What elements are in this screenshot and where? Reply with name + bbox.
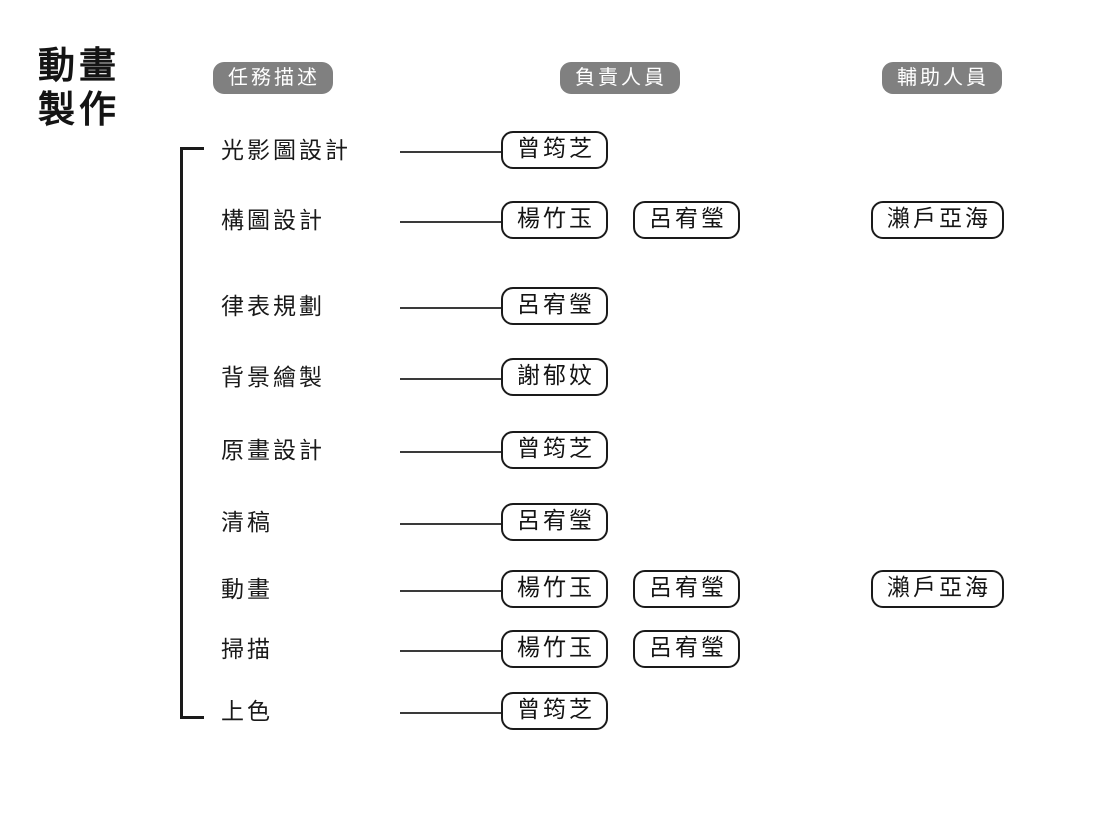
- task-row: 清稿 呂宥瑩: [0, 503, 1108, 543]
- owner-name-box[interactable]: 楊竹玉: [501, 630, 608, 668]
- task-label: 背景繪製: [221, 365, 325, 391]
- connector-line: [400, 650, 501, 652]
- connector-line: [400, 378, 501, 380]
- column-header-assistant: 輔助人員: [882, 62, 1002, 94]
- task-label: 上色: [221, 699, 273, 725]
- column-header-owner: 負責人員: [560, 62, 680, 94]
- page-title-line-1: 動畫: [38, 44, 120, 87]
- task-row: 原畫設計 曾筠芝: [0, 431, 1108, 471]
- task-row: 動畫 楊竹玉呂宥瑩 瀨戶亞海: [0, 570, 1108, 610]
- owner-name-box[interactable]: 楊竹玉: [501, 570, 608, 608]
- task-label: 構圖設計: [221, 208, 325, 234]
- connector-line: [400, 523, 501, 525]
- assistant-name-box[interactable]: 瀨戶亞海: [871, 201, 1004, 239]
- task-row: 掃描 楊竹玉呂宥瑩: [0, 630, 1108, 670]
- task-label: 律表規劃: [221, 294, 325, 320]
- column-header-task: 任務描述: [213, 62, 333, 94]
- connector-line: [400, 712, 501, 714]
- group-bracket: [180, 147, 204, 719]
- task-label: 掃描: [221, 637, 273, 663]
- connector-line: [400, 151, 501, 153]
- task-label: 光影圖設計: [221, 138, 351, 164]
- owner-name-box[interactable]: 曾筠芝: [501, 692, 608, 730]
- owner-name-box[interactable]: 曾筠芝: [501, 131, 608, 169]
- connector-line: [400, 221, 501, 223]
- owner-name-box[interactable]: 呂宥瑩: [633, 570, 740, 608]
- owner-name-box[interactable]: 呂宥瑩: [633, 201, 740, 239]
- connector-line: [400, 590, 501, 592]
- owner-name-box[interactable]: 楊竹玉: [501, 201, 608, 239]
- task-row: 上色 曾筠芝: [0, 692, 1108, 732]
- connector-line: [400, 307, 501, 309]
- assistant-name-box[interactable]: 瀨戶亞海: [871, 570, 1004, 608]
- connector-line: [400, 451, 501, 453]
- page-title: 動畫 製作: [38, 44, 188, 132]
- task-label: 動畫: [221, 577, 273, 603]
- task-row: 構圖設計 楊竹玉呂宥瑩 瀨戶亞海: [0, 201, 1108, 241]
- task-row: 光影圖設計 曾筠芝: [0, 131, 1108, 171]
- owner-name-box[interactable]: 呂宥瑩: [501, 503, 608, 541]
- task-label: 原畫設計: [221, 438, 325, 464]
- owner-name-box[interactable]: 呂宥瑩: [501, 287, 608, 325]
- task-label: 清稿: [221, 510, 273, 536]
- owner-name-box[interactable]: 呂宥瑩: [633, 630, 740, 668]
- owner-name-box[interactable]: 曾筠芝: [501, 431, 608, 469]
- owner-name-box[interactable]: 謝郁妏: [501, 358, 608, 396]
- page-title-line-2: 製作: [38, 88, 120, 131]
- task-row: 律表規劃 呂宥瑩: [0, 287, 1108, 327]
- task-row: 背景繪製 謝郁妏: [0, 358, 1108, 398]
